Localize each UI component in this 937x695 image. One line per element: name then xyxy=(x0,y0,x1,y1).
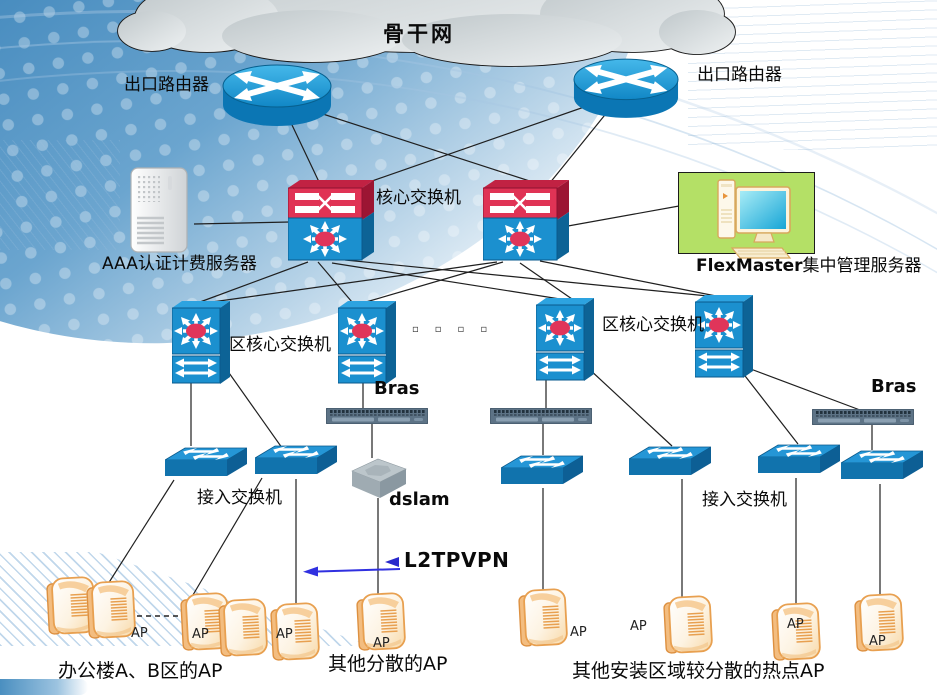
core-switch-label: 核心交换机 xyxy=(376,188,461,208)
bras-rack-right-icon xyxy=(812,409,914,425)
left-pinstripes xyxy=(0,140,120,250)
ap-label: AP xyxy=(570,625,587,640)
ap-label: AP xyxy=(131,626,148,641)
exit-router-left-label: 出口路由器 xyxy=(124,75,209,95)
exit-router-right-icon xyxy=(574,59,678,118)
ap-icon xyxy=(519,589,568,646)
ap-label: AP xyxy=(869,634,886,649)
district-core-switch-1-icon xyxy=(172,301,230,384)
l2tpvpn-label: L2TPVPN xyxy=(404,548,510,572)
bras-rack-middle-icon xyxy=(490,408,592,424)
district-core-switch-right-label: 区核心交换机 xyxy=(602,315,704,335)
access-switch-left-label: 接入交换机 xyxy=(197,488,282,508)
ap-label: AP xyxy=(630,619,647,634)
district-core-switch-left-label: 区核心交换机 xyxy=(229,335,331,355)
core-switch-left-icon xyxy=(288,180,374,260)
access-switch-3-icon xyxy=(501,456,583,484)
dslam-label: dslam xyxy=(389,489,450,510)
access-switch-2-icon xyxy=(255,446,337,474)
access-switch-1-icon xyxy=(165,448,247,476)
flexmaster-computer-icon xyxy=(718,180,790,258)
backbone-label: 骨干网 xyxy=(383,22,455,46)
ap-label: AP xyxy=(276,627,293,642)
district-core-switch-2-icon xyxy=(338,301,396,384)
ellipsis-dots: ▫▫▫▫ xyxy=(412,324,504,335)
aaa-server-icon xyxy=(131,168,187,252)
exit-router-right-label: 出口路由器 xyxy=(697,65,782,85)
bras-right-label: Bras xyxy=(871,376,917,397)
ap-label: AP xyxy=(787,617,804,632)
flexmaster-label: FlexMaster集中管理服务器 xyxy=(696,256,922,276)
access-switch-4-icon xyxy=(629,447,711,475)
caption-scattered-ap: 其他分散的AP xyxy=(328,653,448,675)
core-switch-right-icon xyxy=(483,180,569,260)
ap-label: AP xyxy=(373,636,390,651)
access-switch-5-icon xyxy=(758,445,840,473)
bras-left-label: Bras xyxy=(374,378,420,399)
bras-rack-left-icon xyxy=(326,408,428,424)
district-core-switch-3-icon xyxy=(536,298,594,381)
ap-icon xyxy=(219,599,268,656)
ap-icon xyxy=(664,596,713,653)
caption-office-ap: 办公楼A、B区的AP xyxy=(58,660,223,682)
l2tp-arrow xyxy=(303,557,401,577)
caption-hotspot-ap: 其他安装区域较分散的热点AP xyxy=(572,660,825,682)
ap-label: AP xyxy=(192,627,209,642)
access-switch-6-icon xyxy=(841,451,923,479)
ap-icon xyxy=(87,581,136,638)
access-switch-right-label: 接入交换机 xyxy=(702,490,787,510)
district-core-switch-4-icon xyxy=(695,295,753,378)
aaa-server-label: AAA认证计费服务器 xyxy=(102,254,257,274)
bottomleft-bar xyxy=(0,679,88,695)
exit-router-left-icon xyxy=(223,65,331,126)
backbone-cloud xyxy=(117,0,736,67)
